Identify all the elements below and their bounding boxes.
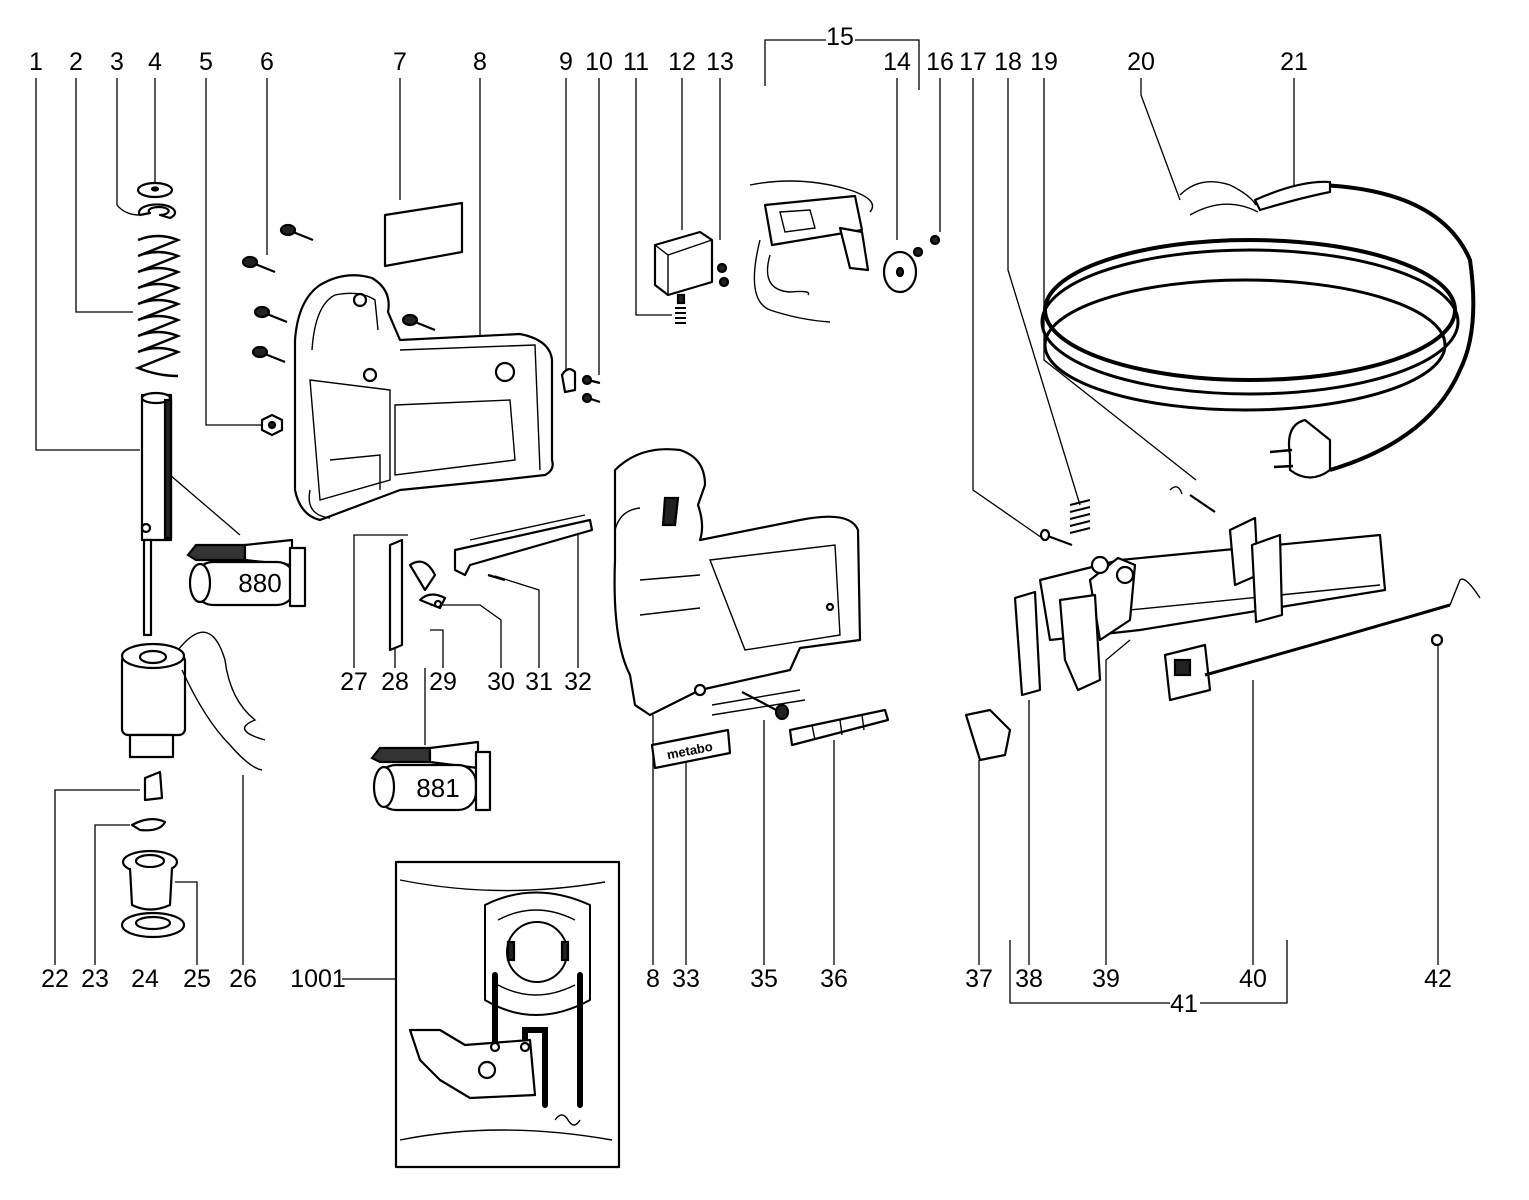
callout-3: 3 (110, 48, 124, 76)
nut-part-24 (120, 911, 186, 939)
grease-tube-880: 880 (186, 538, 307, 608)
screws-part-13 (716, 262, 730, 288)
screw-part-35 (741, 691, 790, 721)
callout-9: 9 (559, 48, 573, 76)
driver-part-39 (1058, 593, 1102, 692)
leader-lines (35, 78, 1439, 1004)
electronic-module-part-15 (749, 180, 874, 323)
switch-part-12 (653, 230, 714, 305)
callout-22: 22 (41, 965, 69, 993)
callout-labels-bottom: 22 23 24 25 26 1001 8 33 35 36 37 38 39 … (41, 965, 1452, 1018)
magazine-rail-part-32 (453, 514, 594, 577)
spring-part-11 (675, 307, 686, 324)
callout-30: 30 (487, 668, 515, 696)
pin-part-23 (130, 818, 167, 832)
callout-26: 26 (229, 965, 257, 993)
callout-40: 40 (1239, 965, 1267, 993)
plug-part-21 (1179, 180, 1332, 479)
plunger-part-1 (140, 391, 173, 637)
pin-part-19 (1169, 486, 1216, 513)
callout-21: 21 (1280, 48, 1308, 76)
magazine-part-41 (1038, 516, 1387, 642)
label-plate-part-7 (383, 201, 464, 268)
callout-35: 35 (750, 965, 778, 993)
tube-label-881: 881 (416, 773, 459, 803)
callout-2: 2 (69, 48, 83, 76)
callout-19: 19 (1030, 48, 1058, 76)
spring-part-2 (134, 234, 182, 378)
callout-42: 42 (1424, 965, 1452, 993)
screws-part-6 (241, 223, 436, 364)
callout-1: 1 (29, 48, 43, 76)
callout-4: 4 (148, 48, 162, 76)
grease-tube-881: 881 (370, 740, 492, 812)
callout-15: 15 (826, 23, 854, 51)
callout-8-bottom: 8 (646, 965, 660, 993)
ring-part-42 (1430, 633, 1444, 647)
lever-part-29-30 (418, 593, 447, 610)
callout-15-bracket (764, 39, 920, 90)
callout-13: 13 (706, 48, 734, 76)
nut-part-5 (260, 413, 284, 437)
callout-32: 32 (564, 668, 592, 696)
solenoid-coil-part (120, 631, 266, 771)
bracket-part-27-28 (388, 538, 437, 652)
housing-half-part-8 (293, 274, 554, 522)
bushing-part-25 (121, 849, 179, 911)
callout-labels-top: 1 2 3 4 5 6 7 8 9 10 11 12 13 14 15 16 1… (29, 23, 1308, 76)
pusher-part-40 (1163, 578, 1481, 702)
screws-part-10 (581, 374, 601, 404)
stapler-body-assembled (613, 448, 862, 717)
callout-31: 31 (525, 668, 553, 696)
pin-part-31 (487, 573, 506, 582)
callout-17: 17 (959, 48, 987, 76)
strip-part-36 (788, 708, 890, 747)
pin-part-17 (1039, 528, 1073, 547)
wedge-part-22 (143, 770, 164, 802)
callout-7: 7 (393, 48, 407, 76)
power-cable-part-20 (1040, 183, 1476, 472)
callout-41: 41 (1170, 990, 1198, 1018)
callout-37: 37 (965, 965, 993, 993)
callout-12: 12 (668, 48, 696, 76)
callout-6: 6 (260, 48, 274, 76)
callout-29: 29 (429, 668, 457, 696)
washer-part-4 (136, 181, 174, 199)
callout-11: 11 (623, 48, 649, 76)
spring-part-18 (1069, 499, 1091, 534)
callout-5: 5 (199, 48, 213, 76)
guide-part-38 (1013, 590, 1042, 697)
cap-part-37 (964, 708, 1012, 762)
callout-24: 24 (131, 965, 159, 993)
callout-1001: 1001 (290, 965, 346, 993)
callout-labels-middle: 27 28 29 30 31 32 (340, 668, 592, 696)
callout-14: 14 (883, 48, 911, 76)
circlip-part-3 (137, 203, 177, 220)
gear-wheel-part-14 (882, 250, 918, 294)
wiring-diagram-part-1001 (394, 860, 621, 1169)
callout-10: 10 (585, 48, 613, 76)
callout-25: 25 (183, 965, 211, 993)
callout-28: 28 (381, 668, 409, 696)
callout-36: 36 (820, 965, 848, 993)
callout-16: 16 (926, 48, 954, 76)
logo-plate-part-33: metabo (650, 728, 732, 770)
callout-27: 27 (340, 668, 368, 696)
screw-part-16 (912, 234, 941, 258)
callout-18: 18 (994, 48, 1022, 76)
callout-23: 23 (81, 965, 109, 993)
callout-38: 38 (1015, 965, 1043, 993)
clip-part-9 (560, 368, 577, 394)
tube-label-880: 880 (238, 568, 281, 598)
callout-33: 33 (672, 965, 700, 993)
callout-39: 39 (1092, 965, 1120, 993)
callout-8-top: 8 (473, 48, 487, 76)
callout-20: 20 (1127, 48, 1155, 76)
